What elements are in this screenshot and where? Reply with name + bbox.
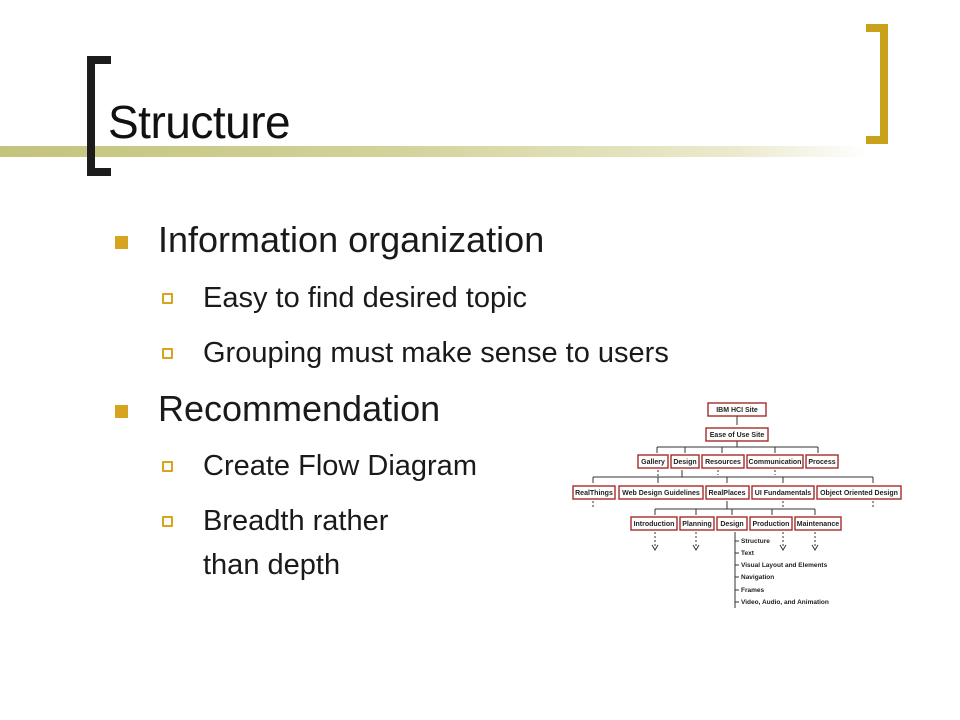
- node-resources: Resources: [701, 454, 745, 469]
- arrow-heads: [651, 544, 819, 551]
- node-process-label: Process: [808, 459, 835, 466]
- hollow-square-bullet-icon: [162, 293, 173, 304]
- node-process: Process: [805, 454, 839, 469]
- sub-bullet-create-flow-diagram: Create Flow Diagram: [203, 450, 477, 482]
- node-design-sub-label: Design: [720, 521, 743, 528]
- leaf-text: Text: [741, 550, 755, 557]
- node-ui-fundamentals: UI Fundamentals: [751, 485, 815, 500]
- node-root: IBM HCI Site: [707, 402, 767, 417]
- leaf-navigation: Navigation: [741, 574, 774, 581]
- node-realthings-label: RealThings: [575, 490, 613, 497]
- node-gallery-label: Gallery: [641, 459, 665, 466]
- node-communication-label: Communication: [749, 459, 802, 466]
- node-planning-label: Planning: [682, 521, 712, 528]
- bullet-information-organization: Information organization: [158, 219, 545, 260]
- edge-l3-l4: [654, 501, 816, 515]
- edge-leaf-ticks: [735, 540, 739, 603]
- title-stripe: [0, 146, 870, 157]
- left-bracket: [87, 56, 95, 176]
- node-ui-fundamentals-label: UI Fundamentals: [755, 490, 812, 497]
- slide-title: Structure: [108, 96, 291, 148]
- node-design-sub: Design: [716, 516, 748, 531]
- node-web-design-guidelines: Web Design Guidelines: [618, 485, 704, 500]
- node-root-label: IBM HCI Site: [716, 407, 758, 414]
- node-object-oriented-design: Object Oriented Design: [816, 485, 902, 500]
- hollow-square-bullet-icon: [162, 516, 173, 527]
- node-planning: Planning: [679, 516, 715, 531]
- left-bracket-bottom: [87, 168, 111, 176]
- sub-bullet-breadth-rather: Breadth rather: [203, 505, 389, 537]
- square-bullet-icon: [115, 405, 128, 418]
- node-level1-label: Ease of Use Site: [710, 432, 765, 439]
- leaf-visual-layout: Visual Layout and Elements: [741, 562, 828, 569]
- hollow-square-bullet-icon: [162, 461, 173, 472]
- node-communication: Communication: [746, 454, 804, 469]
- node-web-design-guidelines-label: Web Design Guidelines: [622, 490, 700, 497]
- square-bullet-icon: [115, 236, 128, 249]
- dashed-continuation-small: [592, 470, 874, 509]
- bullet-recommendation: Recommendation: [158, 388, 441, 429]
- right-bracket-bottom: [866, 136, 888, 144]
- hollow-square-bullet-icon: [162, 348, 173, 359]
- sub-bullet-than-depth: than depth: [203, 549, 341, 581]
- node-gallery: Gallery: [637, 454, 669, 469]
- leaf-frames: Frames: [741, 587, 765, 594]
- left-bracket-top: [87, 56, 111, 64]
- node-design: Design: [670, 454, 700, 469]
- node-maintenance: Maintenance: [794, 516, 842, 531]
- node-level1: Ease of Use Site: [705, 427, 769, 442]
- node-introduction-label: Introduction: [634, 521, 675, 528]
- node-maintenance-label: Maintenance: [797, 521, 840, 528]
- node-realplaces-label: RealPlaces: [709, 490, 746, 497]
- leaf-structure: Structure: [741, 538, 770, 545]
- right-bracket-top: [866, 24, 888, 32]
- node-introduction: Introduction: [630, 516, 678, 531]
- flow-diagram: IBM HCI Site Ease of Use Site Gallery De…: [572, 402, 902, 608]
- node-realthings: RealThings: [572, 485, 616, 500]
- sub-bullet-grouping: Grouping must make sense to users: [203, 337, 669, 369]
- edge-l1-l2: [656, 441, 819, 453]
- node-design-label: Design: [673, 459, 696, 466]
- sub-bullet-easy-to-find: Easy to find desired topic: [203, 282, 528, 314]
- edge-l2-l3: [592, 470, 874, 483]
- leaf-video-audio: Video, Audio, and Animation: [741, 599, 829, 606]
- node-production: Production: [749, 516, 793, 531]
- node-realplaces: RealPlaces: [705, 485, 750, 500]
- node-production-label: Production: [753, 521, 790, 528]
- node-object-oriented-design-label: Object Oriented Design: [820, 490, 898, 497]
- right-bracket: [880, 24, 888, 144]
- node-resources-label: Resources: [705, 459, 741, 466]
